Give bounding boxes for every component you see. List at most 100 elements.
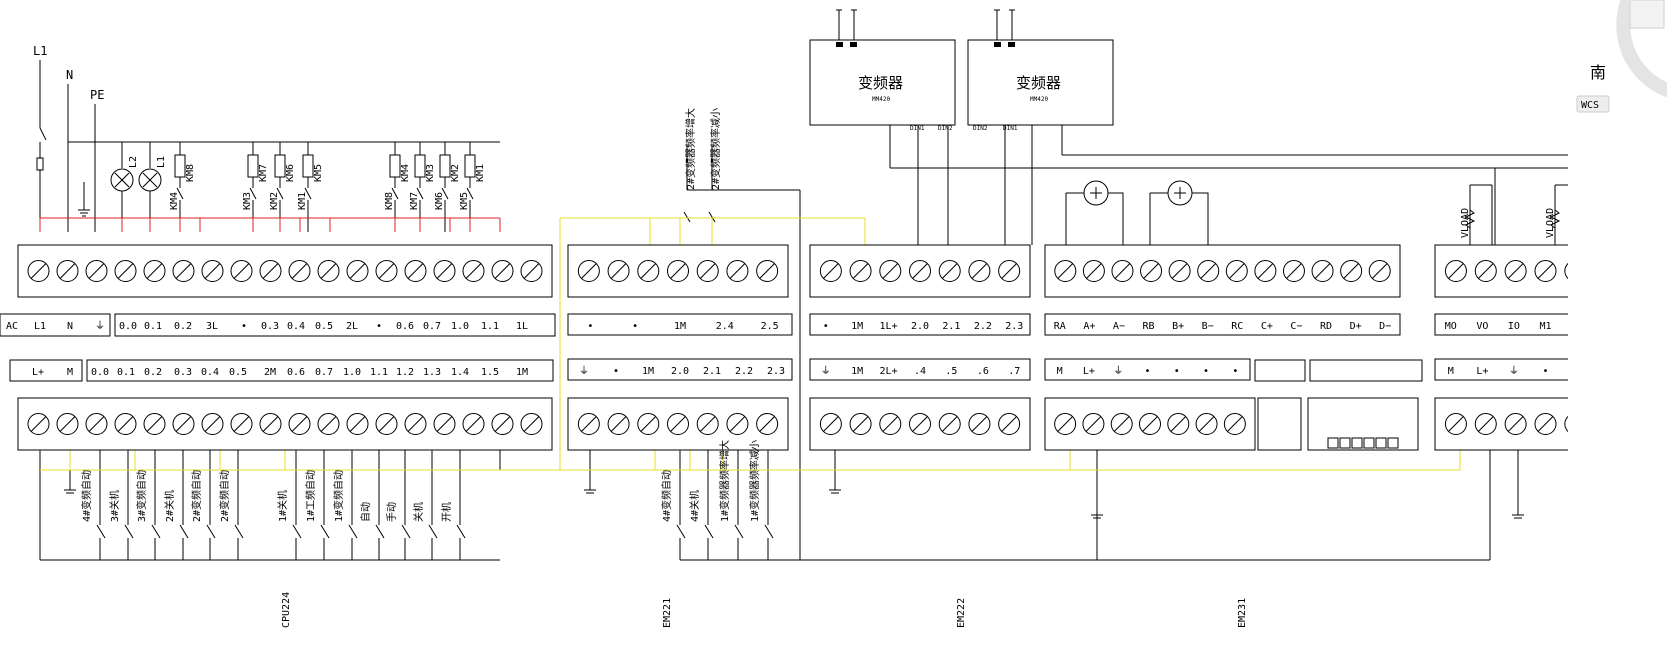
screw-slot [1343, 263, 1359, 279]
screw-slot [117, 263, 134, 279]
em231-pin-label: C+ [1261, 321, 1273, 332]
screw-slot [204, 416, 221, 432]
cpu-input-label: 4#变频自动 [80, 470, 93, 522]
contact-label: KM5 [459, 192, 470, 210]
switch-contact [375, 524, 385, 539]
em232-lower-pin-label: ⏚ [1509, 365, 1519, 377]
screw-slot [30, 263, 47, 279]
screw-slot [291, 263, 308, 279]
screw-slot [378, 416, 395, 432]
screw-slot [1143, 263, 1159, 279]
relay-coil [302, 154, 314, 178]
cpu224-pin-label: 0.3 [261, 321, 279, 332]
wire [114, 172, 130, 188]
wire [683, 211, 691, 223]
switch-contact [206, 524, 216, 539]
em221-input-label: 4#变频自动 [660, 470, 673, 522]
em231-pin-label: RC [1231, 321, 1243, 332]
screw-slot [349, 263, 366, 279]
viewcube-panel[interactable]: 西 南 WCS [1538, 0, 1667, 648]
load-label: VLOAD [1545, 208, 1556, 238]
screw-slot [912, 263, 928, 279]
em222-lower-pin-label: .6 [977, 366, 989, 377]
dip-toggle [1327, 437, 1339, 449]
em222-lower-pin-label: .7 [1008, 366, 1020, 377]
screw-slot [581, 263, 597, 279]
screw-slot [204, 263, 221, 279]
wcs-button[interactable] [1576, 95, 1610, 113]
dip-toggle [1339, 437, 1351, 449]
cpu224-pin-label: 2M [264, 367, 276, 378]
dip-toggle [1387, 437, 1399, 449]
screw-slot [436, 416, 453, 432]
em232-label-strip [1434, 313, 1568, 336]
contact-label: KM2 [269, 192, 280, 210]
screw-slot [378, 263, 395, 279]
vfd-input-label: DIN1 [1003, 125, 1018, 132]
em222-lower-pin-label: .4 [914, 366, 926, 377]
lamp-label: L2 [128, 156, 139, 168]
screw-slot [882, 263, 898, 279]
contact-label: KM4 [169, 192, 180, 210]
viewcube[interactable]: 西 南 WCS [1538, 0, 1667, 130]
wire [276, 187, 284, 200]
em231-lower-pin-label: • [1203, 366, 1209, 377]
fuse-symbol [36, 157, 44, 171]
em231-pin-label: D+ [1350, 321, 1362, 332]
cpu-input-label: 3#关机 [108, 490, 121, 522]
screw-slot [971, 263, 988, 279]
em222-lower-pin-label: 2L+ [880, 366, 898, 377]
contact-label: KM8 [384, 192, 395, 210]
screw-slot [349, 416, 366, 432]
cpu224-pin-label: 1.3 [423, 367, 441, 378]
em231-pin-label: RB [1143, 321, 1155, 332]
em222-lower-pin-label: .5 [945, 366, 957, 377]
viewcube-face[interactable] [1629, 0, 1665, 29]
em231-pin-label: RD [1320, 321, 1332, 332]
cpu224-pin-label: L+ [32, 367, 44, 378]
wire [1108, 192, 1124, 245]
cpu-input-strip [86, 359, 554, 382]
cpu224-pin-label: 0.0 [119, 321, 137, 332]
cpu-output-strip [114, 313, 556, 337]
screw-slot [175, 263, 192, 279]
screw-slot [436, 263, 453, 279]
screw-slot [233, 416, 250, 432]
em221-top-label: 2#变频器频率减小 [709, 108, 722, 190]
em231-lower-pin-label: L+ [1083, 366, 1095, 377]
em231-dip-switch [1307, 397, 1419, 451]
em231-dip-block [1257, 397, 1302, 451]
em221-lower-label-strip [567, 358, 793, 381]
screw-terminal [1564, 262, 1568, 280]
switch-contact [676, 524, 686, 539]
em231-blank-strip [1254, 359, 1306, 382]
cpu224-pin-label: M [67, 367, 73, 378]
vfd-model: MM420 [1030, 96, 1048, 103]
cpu224-pin-label: 0.7 [315, 367, 333, 378]
switch-contact [234, 524, 244, 539]
cpu224-pin-label: 1L [516, 321, 528, 332]
wire [304, 187, 312, 200]
screw-slot [1448, 263, 1464, 279]
contact-label: KM7 [409, 192, 420, 210]
cpu224-pin-label: 0.0 [91, 367, 109, 378]
screw-slot [146, 263, 163, 279]
relay-coil [274, 154, 286, 178]
screw-slot [1114, 416, 1130, 432]
em222-pin-label: 2.0 [911, 321, 929, 332]
vfd-title: 变频器 [858, 74, 903, 92]
cpu224-pin-label: 0.2 [144, 367, 162, 378]
em231-label-strip [1044, 313, 1401, 336]
screw-slot [700, 263, 716, 279]
screw-slot [1142, 416, 1158, 432]
wcs-label: WCS [1581, 100, 1599, 111]
screw-slot [1507, 263, 1524, 279]
cpu224-pin-label: 1.1 [370, 367, 388, 378]
cpu-input-label: 2#变频自动 [190, 470, 203, 522]
screw-slot [494, 416, 511, 432]
switch-contact [179, 524, 189, 539]
screw-slot [465, 263, 482, 279]
em232-lower-pin-label: • [1542, 366, 1548, 377]
cpu224-pin-label: 0.6 [287, 367, 305, 378]
dip-toggle [1351, 437, 1363, 449]
